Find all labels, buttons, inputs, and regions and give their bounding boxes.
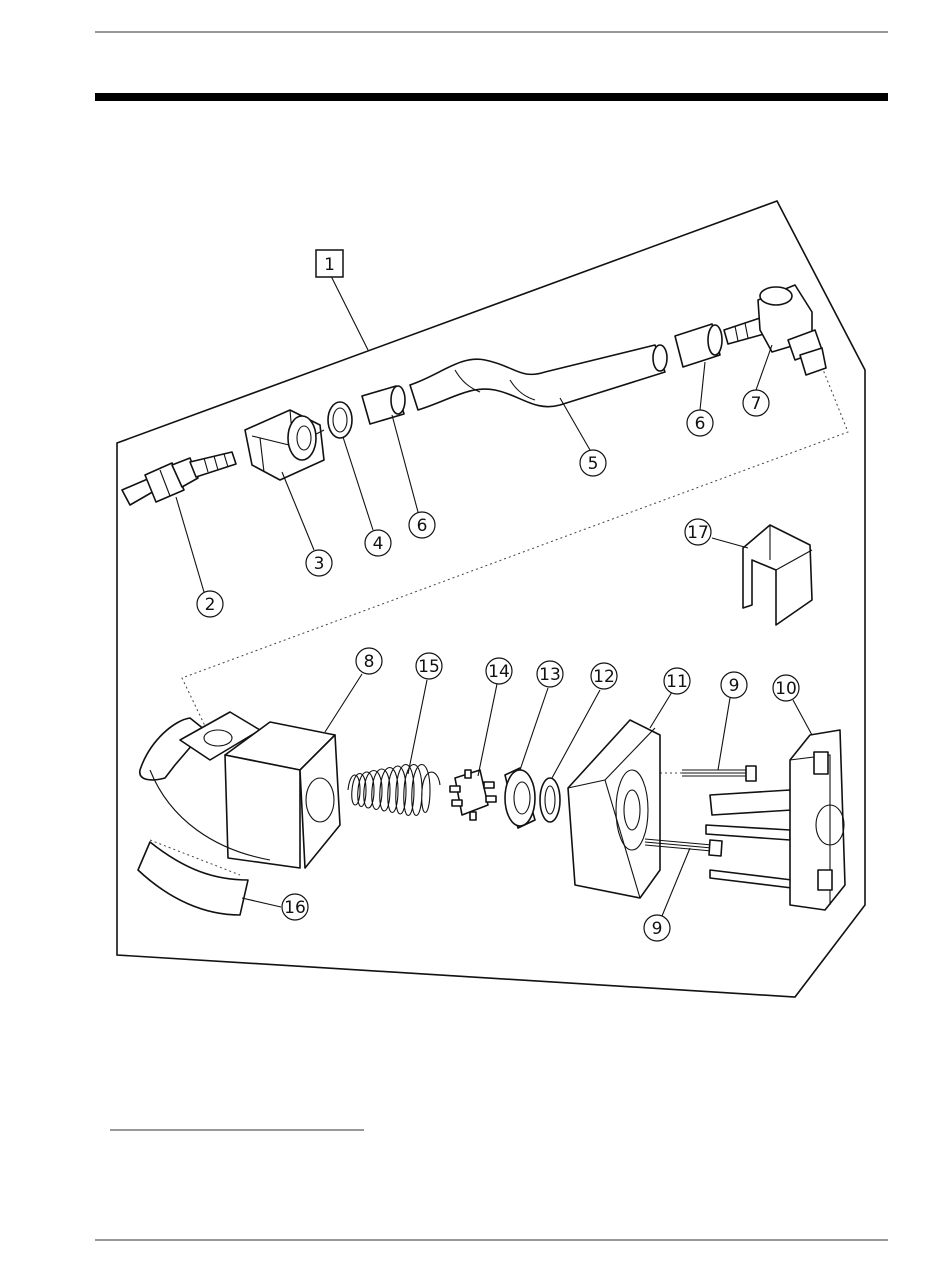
callout-7: 7: [743, 390, 769, 416]
svg-text:8: 8: [364, 652, 375, 672]
callout-15: 15: [416, 653, 442, 679]
svg-text:16: 16: [284, 898, 306, 918]
part-4-washer: [328, 402, 352, 438]
svg-text:6: 6: [417, 516, 428, 536]
svg-text:12: 12: [593, 667, 615, 687]
callout-9-lower: 9: [644, 915, 670, 941]
callout-8: 8: [356, 648, 382, 674]
part-15-spring: [348, 765, 440, 816]
title-bar-rule: [95, 93, 888, 101]
svg-text:2: 2: [205, 595, 216, 615]
callout-16: 16: [282, 894, 308, 920]
svg-text:4: 4: [373, 534, 384, 554]
svg-text:15: 15: [418, 657, 440, 677]
part-3-hex-nut: [245, 410, 324, 480]
part-14-plunger-cap: [450, 770, 496, 820]
part-17-bracket-clip: [743, 525, 812, 625]
callout-5: 5: [580, 450, 606, 476]
callout-12: 12: [591, 663, 617, 689]
callout-3: 3: [306, 550, 332, 576]
callout-6-right: 6: [687, 410, 713, 436]
part-8-solenoid-body: [140, 712, 340, 868]
part-2-hose-fitting: [122, 452, 236, 505]
part-7-elbow-fitting: [724, 285, 826, 375]
callout-9-upper: 9: [721, 672, 747, 698]
svg-text:9: 9: [729, 676, 740, 696]
callout-2: 2: [197, 591, 223, 617]
svg-text:6: 6: [695, 414, 706, 434]
callout-10: 10: [773, 675, 799, 701]
part-12-o-ring: [540, 778, 560, 822]
part-6-sleeve-left: [362, 386, 405, 424]
callout-17: 17: [685, 519, 711, 545]
svg-text:10: 10: [775, 679, 797, 699]
part-6-sleeve-right: [675, 324, 722, 367]
part-11-housing-plate: [568, 720, 660, 898]
svg-text:14: 14: [488, 662, 510, 682]
svg-text:9: 9: [652, 919, 663, 939]
part-9-screw-upper: [682, 766, 756, 781]
svg-text:11: 11: [666, 672, 688, 692]
part-13-seal-ring: [505, 768, 535, 828]
part-10-cover: [706, 730, 845, 910]
svg-text:13: 13: [539, 665, 561, 685]
callout-6-left: 6: [409, 512, 435, 538]
part-5-bent-tube: [410, 345, 667, 410]
svg-text:17: 17: [687, 523, 709, 543]
callout-14: 14: [486, 658, 512, 684]
svg-text:5: 5: [588, 454, 599, 474]
svg-text:7: 7: [751, 394, 762, 414]
svg-text:3: 3: [314, 554, 325, 574]
callout-11: 11: [664, 668, 690, 694]
callout-13: 13: [537, 661, 563, 687]
callout-4: 4: [365, 530, 391, 556]
assembly-reference: 1: [316, 250, 368, 350]
assembly-reference-label: 1: [324, 255, 335, 275]
